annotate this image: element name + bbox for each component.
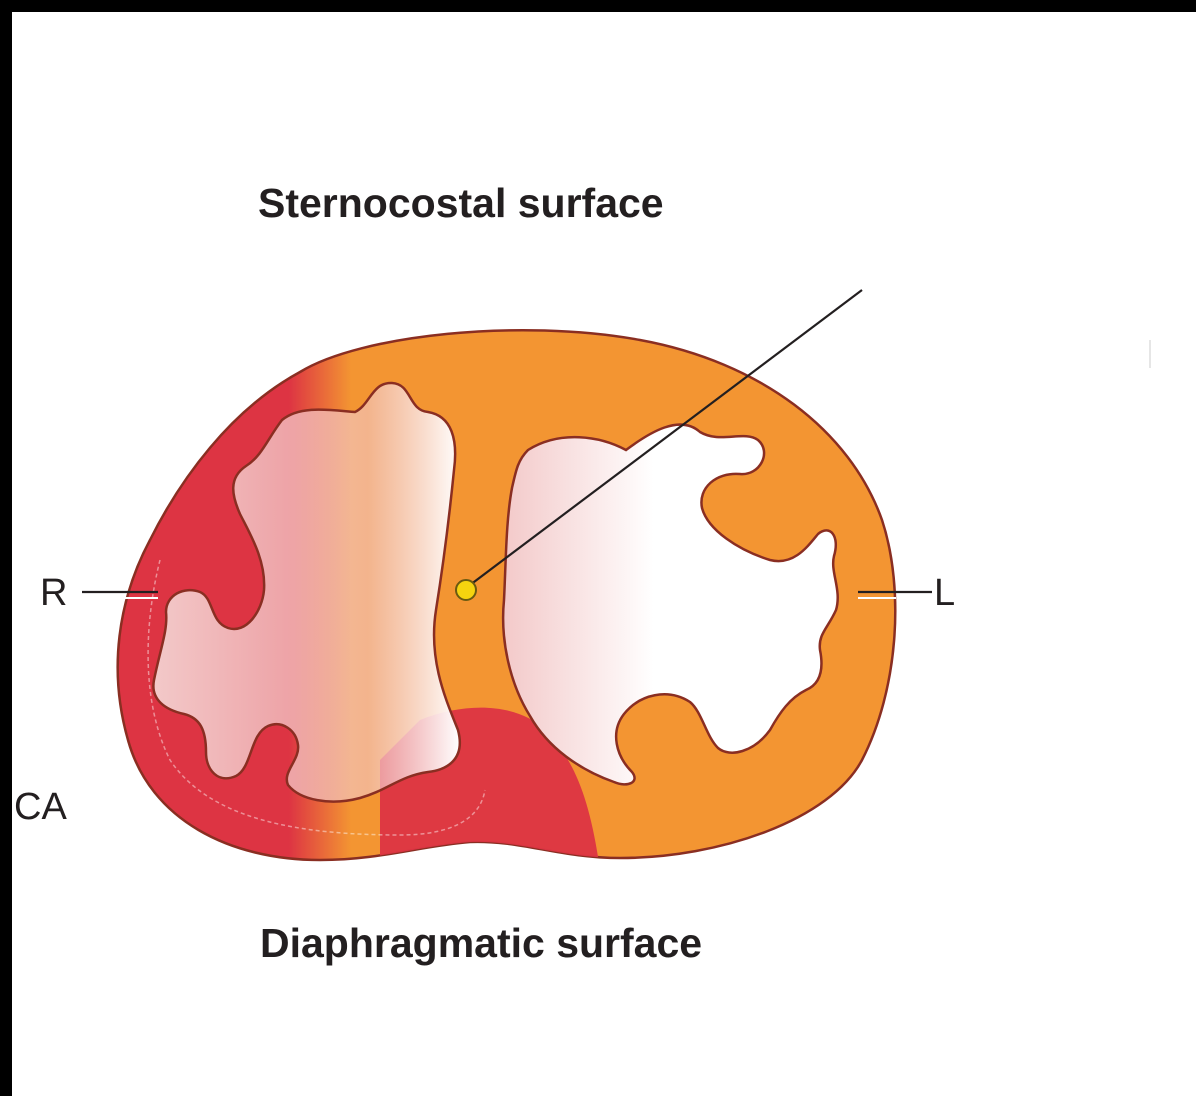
septum-marker-dot	[456, 580, 476, 600]
corner-ca-label: CA	[14, 786, 67, 829]
right-side-label: R	[40, 572, 67, 615]
diaphragmatic-surface-label: Diaphragmatic surface	[260, 920, 702, 967]
left-side-label: L	[934, 572, 955, 615]
sternocostal-surface-label: Sternocostal surface	[258, 180, 664, 227]
